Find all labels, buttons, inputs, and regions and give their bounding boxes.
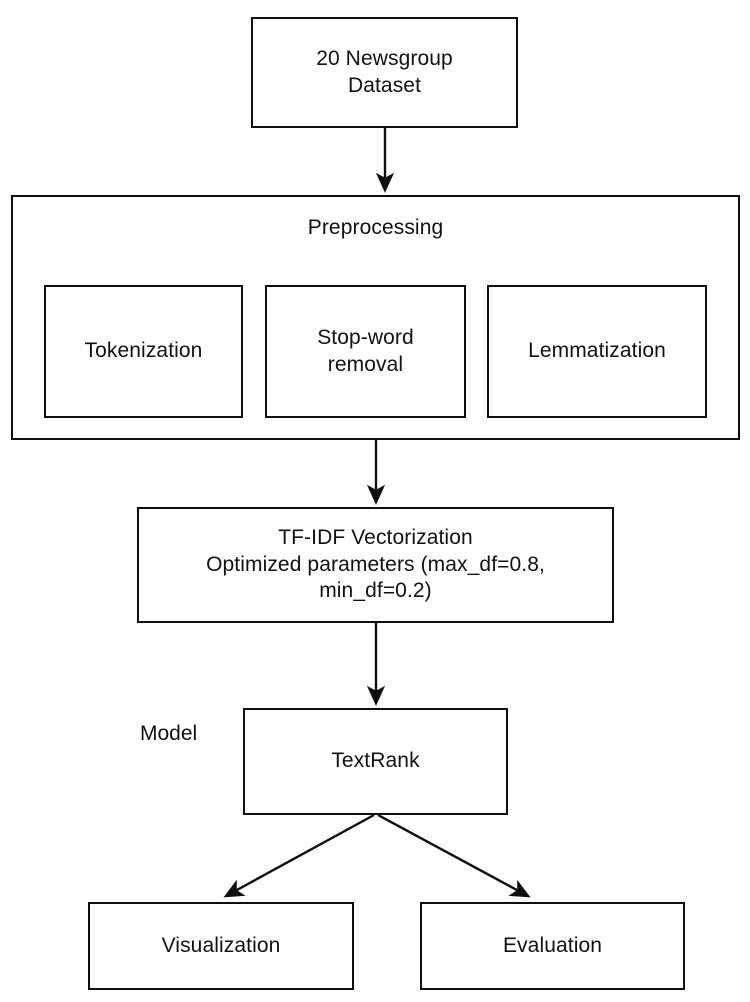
node-stopword-removal[interactable]: Stop-word removal — [265, 285, 466, 418]
node-tokenization[interactable]: Tokenization — [44, 285, 243, 418]
node-visualization[interactable]: Visualization — [88, 902, 354, 990]
node-tfidf-vectorization-label: TF-IDF Vectorization Optimized parameter… — [206, 525, 545, 603]
edge-textrank-to-visualization — [223, 813, 375, 898]
node-lemmatization[interactable]: Lemmatization — [487, 285, 707, 418]
node-visualization-label: Visualization — [161, 933, 281, 957]
node-stopword-removal-label: Stop-word removal — [317, 325, 414, 376]
node-lemmatization-label: Lemmatization — [528, 339, 666, 363]
node-evaluation-label: Evaluation — [502, 933, 603, 957]
node-tokenization-label: Tokenization — [84, 339, 203, 363]
node-tfidf-vectorization[interactable]: TF-IDF Vectorization Optimized parameter… — [137, 507, 614, 623]
node-textrank-label: TextRank — [331, 749, 420, 773]
model-section-label: Model — [140, 722, 198, 745]
node-evaluation[interactable]: Evaluation — [420, 902, 685, 990]
node-textrank[interactable]: TextRank — [243, 708, 508, 815]
edge-textrank-to-evaluation — [377, 813, 531, 898]
node-dataset-label: 20 Newsgroup Dataset — [316, 46, 453, 97]
node-dataset[interactable]: 20 Newsgroup Dataset — [251, 17, 518, 128]
node-preprocessing-label: Preprocessing — [307, 216, 444, 239]
